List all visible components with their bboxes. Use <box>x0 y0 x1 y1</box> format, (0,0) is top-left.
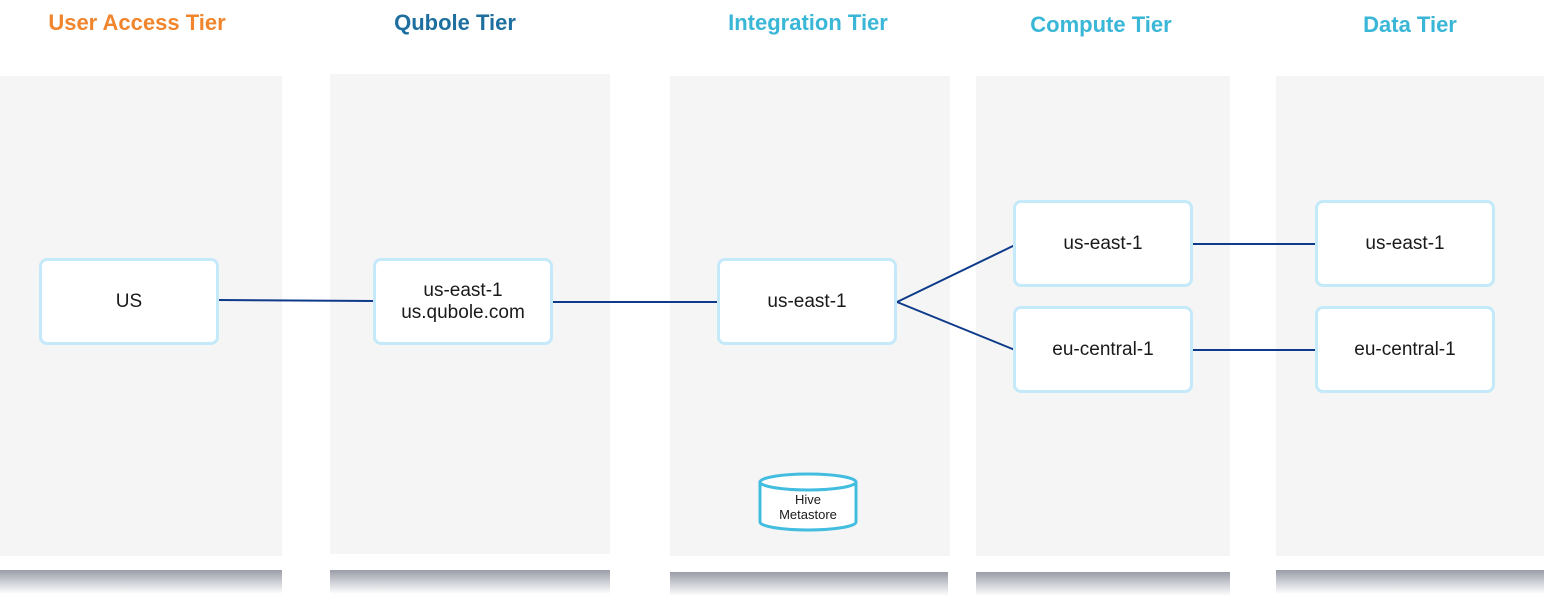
column-shadow <box>976 572 1230 596</box>
node-label-region: us-east-1 <box>423 279 503 301</box>
node-label: eu-central-1 <box>1052 338 1154 360</box>
node-data-us-east-1: us-east-1 <box>1315 200 1495 287</box>
tier-title-compute: Compute Tier <box>1030 12 1172 37</box>
node-user-us: US <box>39 258 219 345</box>
tier-title-data: Data Tier <box>1363 12 1457 37</box>
column-shadow <box>330 570 610 594</box>
tier-title-user-access: User Access Tier <box>48 10 226 35</box>
hive-metastore-label: Hive Metastore <box>779 492 837 522</box>
link-us-to-qubole <box>217 299 376 302</box>
database-cylinder-icon <box>758 472 858 532</box>
node-label: us-east-1 <box>1365 232 1445 254</box>
node-integration-us-east-1: us-east-1 <box>717 258 897 345</box>
node-label-host: us.qubole.com <box>401 301 525 323</box>
link-integration-to-compute-eu <box>896 301 1016 351</box>
column-shadow <box>670 572 948 596</box>
node-data-eu-central-1: eu-central-1 <box>1315 306 1495 393</box>
node-compute-eu-central-1: eu-central-1 <box>1013 306 1193 393</box>
node-label: us-east-1 <box>767 290 847 312</box>
tier-title-integration: Integration Tier <box>728 10 888 35</box>
node-qubole-us-east-1: us-east-1 us.qubole.com <box>373 258 553 345</box>
column-shadow <box>0 570 282 594</box>
node-label: us-east-1 <box>1063 232 1143 254</box>
link-integration-to-compute-us <box>896 244 1016 303</box>
node-compute-us-east-1: us-east-1 <box>1013 200 1193 287</box>
column-shadow <box>1276 570 1544 594</box>
tier-title-qubole: Qubole Tier <box>394 10 516 35</box>
node-label: US <box>115 290 143 312</box>
node-label: eu-central-1 <box>1354 338 1456 360</box>
